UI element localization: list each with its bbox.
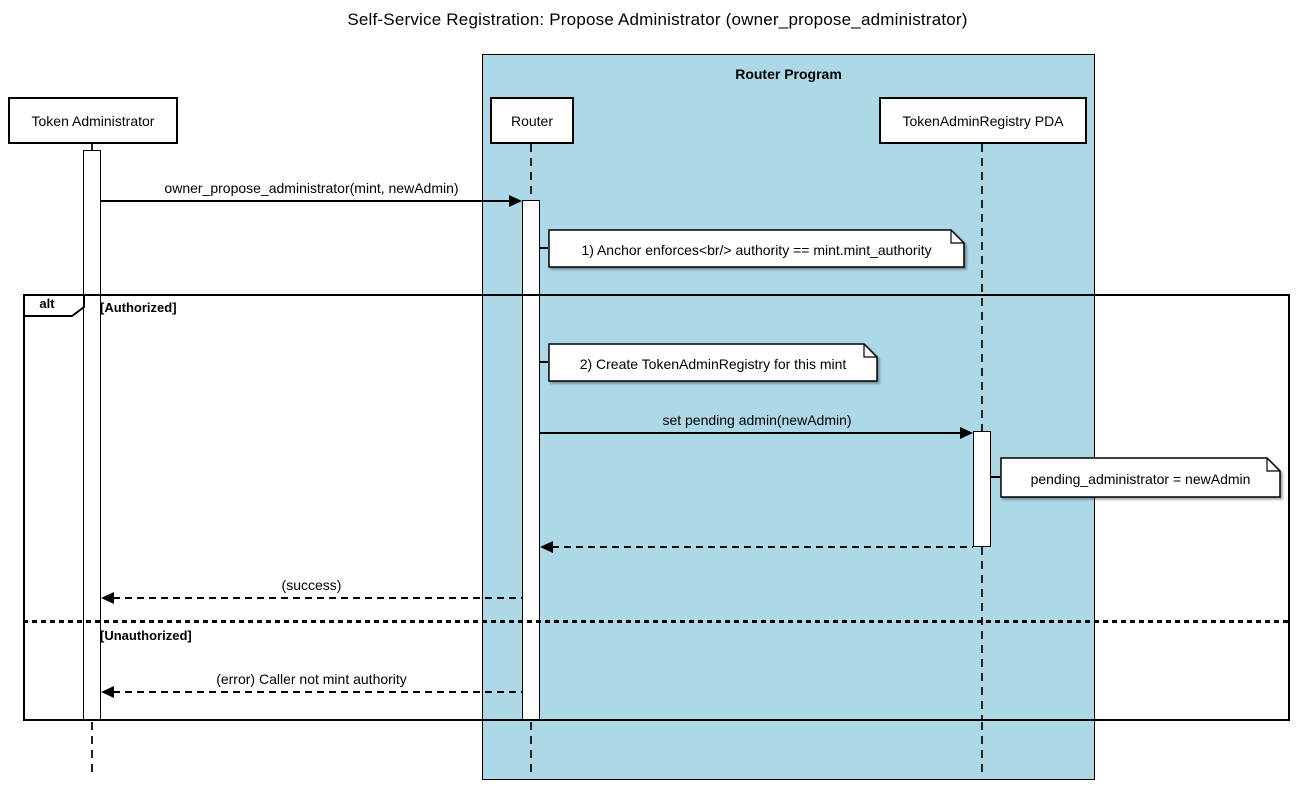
lifeline-registry-pda (981, 144, 983, 431)
return-line-success (113, 597, 522, 599)
participant-router: Router (490, 97, 574, 144)
note-create-registry: 2) Create TokenAdminRegistry for this mi… (548, 343, 878, 382)
alt-divider (23, 620, 1290, 623)
message-line-set-pending-admin (540, 432, 962, 434)
lifeline-token-administrator (91, 144, 93, 151)
return-line-pda-to-router (552, 546, 973, 548)
message-label-set-pending-admin: set pending admin(newAdmin) (662, 412, 852, 428)
arrowhead-left-icon (101, 686, 114, 698)
message-label-error: (error) Caller not mint authority (216, 671, 407, 687)
router-program-label: Router Program (735, 66, 842, 82)
arrowhead-right-icon (960, 427, 973, 439)
message-label-success: (success) (281, 577, 342, 593)
diagram-title: Self-Service Registration: Propose Admin… (347, 10, 968, 29)
lifeline-registry-pda (981, 547, 983, 720)
lifeline-registry-pda (981, 722, 983, 777)
participant-token-administrator: Token Administrator (8, 97, 178, 144)
arrowhead-right-icon (509, 195, 522, 207)
participant-label: TokenAdminRegistry PDA (902, 112, 1064, 129)
note-text: pending_administrator = newAdmin (1030, 470, 1251, 487)
lifeline-router (530, 722, 532, 777)
note-pending-administrator: pending_administrator = newAdmin (1000, 457, 1281, 498)
note-text: 2) Create TokenAdminRegistry for this mi… (579, 355, 847, 372)
note-shape (548, 343, 878, 382)
note-connector (540, 247, 548, 249)
alt-frame (23, 294, 1290, 721)
lifeline-router (530, 144, 532, 200)
guard-unauthorized: [Unauthorized] (100, 628, 192, 643)
activation-bar-registry-pda (973, 431, 991, 547)
arrowhead-left-icon (540, 541, 553, 553)
arrowhead-left-icon (101, 592, 114, 604)
note-connector (540, 361, 548, 363)
alt-operator-pentagon: alt (23, 294, 85, 317)
alt-operator-label: alt (39, 296, 55, 311)
participant-label: Router (510, 112, 554, 129)
note-anchor-enforces: 1) Anchor enforces<br/> authority == min… (548, 229, 965, 268)
participant-label: Token Administrator (31, 112, 155, 129)
note-shape (1000, 457, 1281, 498)
message-line-owner-propose (101, 200, 511, 202)
lifeline-token-administrator (91, 722, 93, 777)
router-program-container: Router Program (482, 54, 1095, 780)
note-connector (990, 476, 1000, 478)
note-shape (548, 229, 965, 268)
note-text: 1) Anchor enforces<br/> authority == min… (581, 241, 932, 258)
message-label-owner-propose: owner_propose_administrator(mint, newAdm… (164, 180, 459, 196)
participant-registry-pda: TokenAdminRegistry PDA (879, 97, 1087, 144)
return-line-error (113, 691, 522, 693)
guard-authorized: [Authorized] (100, 300, 177, 315)
